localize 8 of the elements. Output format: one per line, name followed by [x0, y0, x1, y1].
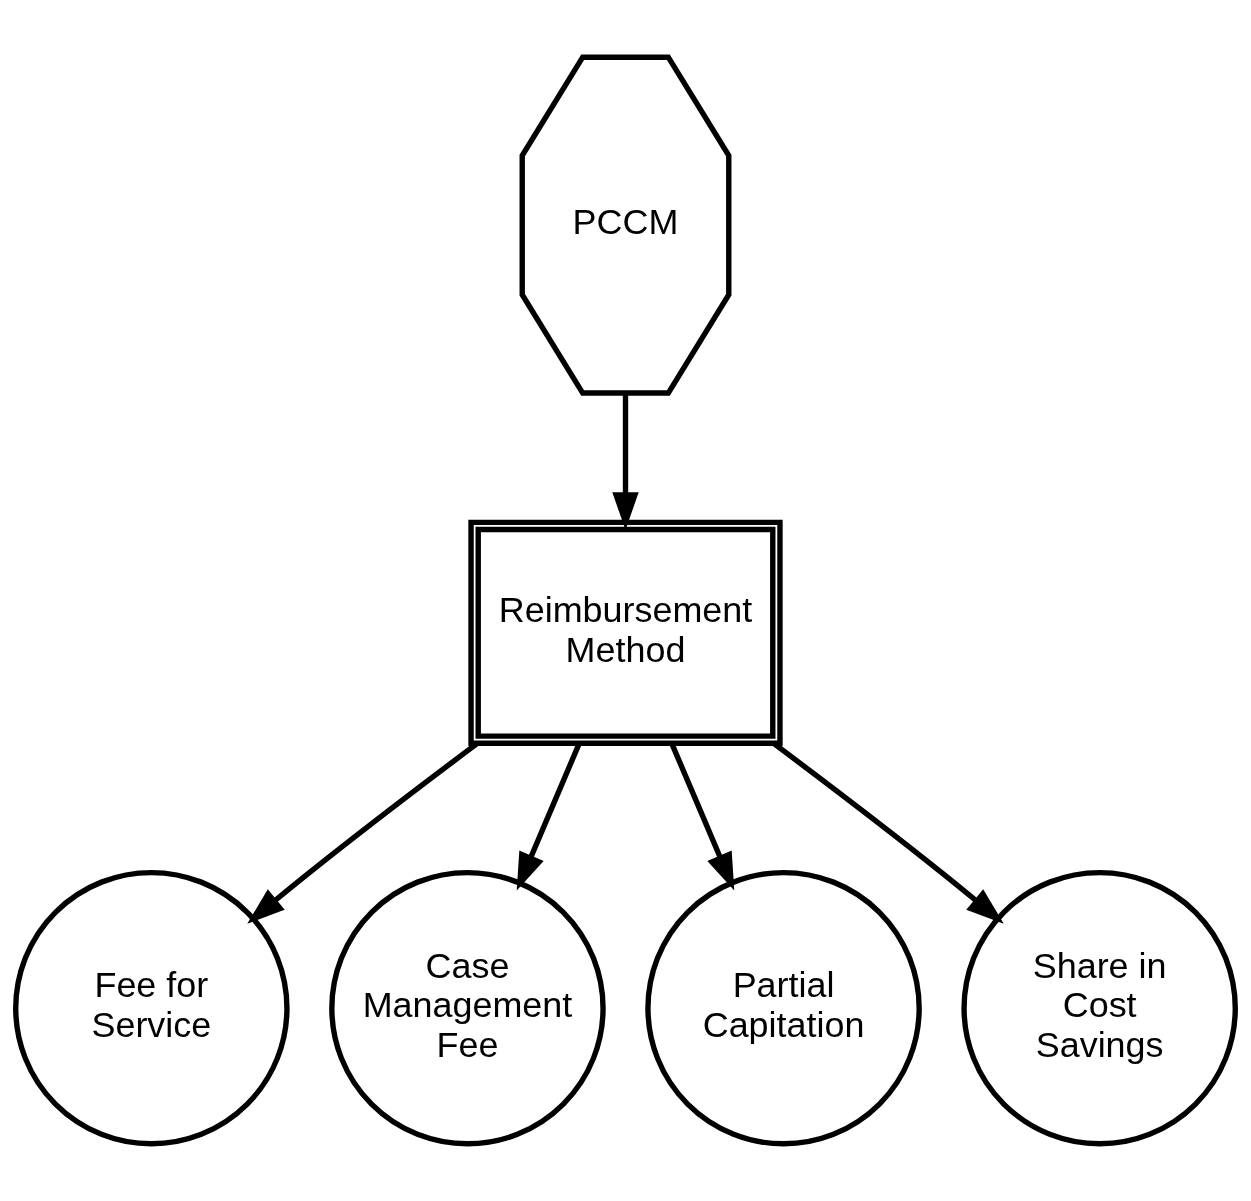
node-circle: Fee for Service — [13, 869, 290, 1147]
node-circle: Share in Cost Savings — [961, 869, 1238, 1147]
node-circle: Partial Capitation — [645, 869, 922, 1147]
node-box: Reimbursement Method — [468, 519, 783, 746]
node-circle: Case Management Fee — [329, 869, 606, 1147]
arrow — [772, 741, 1004, 924]
arrow — [612, 393, 639, 530]
arrow — [247, 741, 479, 924]
